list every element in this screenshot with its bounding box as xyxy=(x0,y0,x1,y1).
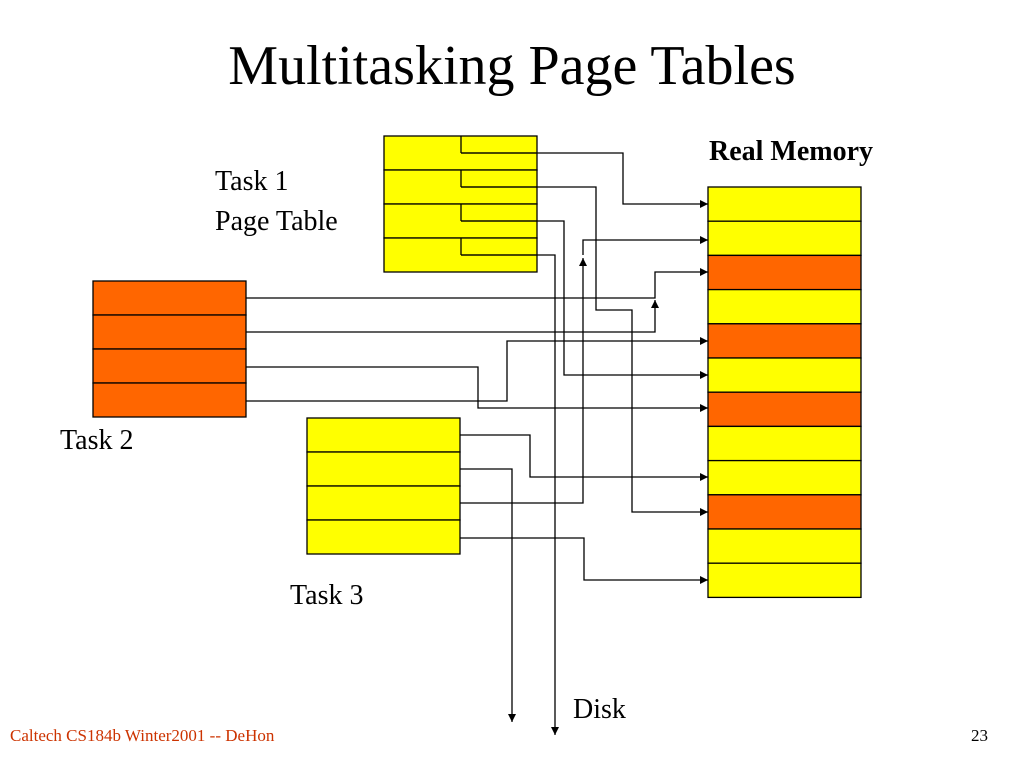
task3-link-line xyxy=(460,258,587,504)
task3-page-table-entry xyxy=(306,485,461,521)
task2-mapping-arrow xyxy=(246,268,708,299)
disk-label: Disk xyxy=(573,694,626,725)
real-memory-frame xyxy=(707,220,862,257)
real-memory-frame xyxy=(707,391,862,428)
task2-mapping-arrow xyxy=(246,337,708,402)
task2-page-table-entry xyxy=(92,314,247,350)
real-memory-label: Real Memory xyxy=(709,136,874,167)
task3-page-table-entry xyxy=(306,451,461,487)
task1-page-table-label: Page Table xyxy=(215,206,338,237)
real-memory-frame xyxy=(707,528,862,564)
real-memory-frame xyxy=(707,562,862,599)
task3-page-table-entry xyxy=(306,519,461,555)
real-memory-frame xyxy=(707,323,862,359)
task1-label: Task 1 xyxy=(215,166,289,197)
task3-disk-arrow xyxy=(460,468,516,722)
real-memory-frame xyxy=(707,186,862,222)
task1-mapping-arrow xyxy=(582,236,708,255)
real-memory-frame xyxy=(707,494,862,530)
footer-course: Caltech CS184b Winter2001 -- DeHon xyxy=(10,726,275,745)
task2-mapping-arrow xyxy=(246,366,708,412)
real-memory-frame xyxy=(707,459,862,496)
task3-mapping-arrow xyxy=(460,537,708,584)
task2-page-table-entry xyxy=(92,280,247,316)
real-memory-frame xyxy=(707,288,862,325)
task3-label: Task 3 xyxy=(290,580,364,611)
footer-page-number: 23 xyxy=(971,726,988,745)
real-memory-frame xyxy=(707,425,862,462)
task2-page-table-entry xyxy=(92,382,247,418)
task2-link-line xyxy=(246,300,659,333)
task1-mapping-arrow xyxy=(461,186,708,516)
task2-page-table-entry xyxy=(92,348,247,384)
task2-label: Task 2 xyxy=(60,425,134,456)
task1-disk-arrow xyxy=(461,254,559,735)
task3-page-table-entry xyxy=(306,417,461,453)
real-memory-frame xyxy=(707,357,862,393)
task1-mapping-arrow xyxy=(461,152,708,208)
real-memory-frame xyxy=(707,254,862,291)
task3-mapping-arrow xyxy=(460,434,708,481)
slide-title: Multitasking Page Tables xyxy=(228,35,796,97)
